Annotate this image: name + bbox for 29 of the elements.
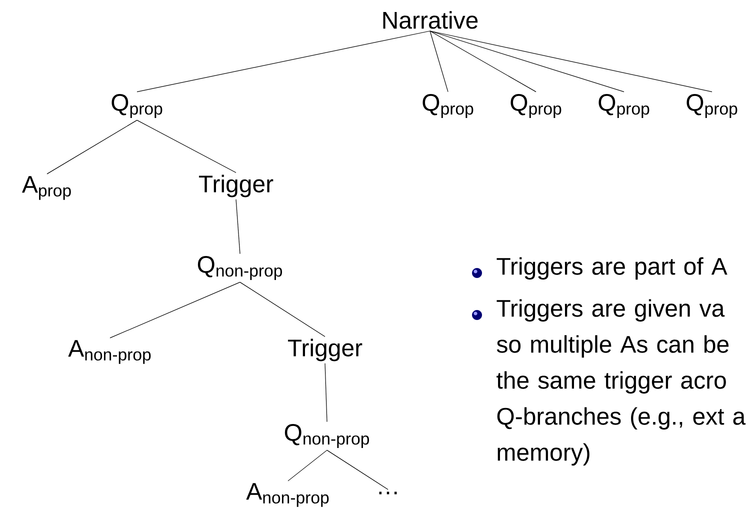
- tree-node-label: …: [379, 492, 397, 494]
- tree-branch: [430, 30, 624, 92]
- tree-branch: [430, 30, 536, 92]
- tree-node-label: A$_{non-prop}$: [68, 340, 151, 364]
- tree-branch: [46, 120, 138, 174]
- tree-node-label: Q$_{non-prop}$: [198, 256, 282, 280]
- tree-node-label: Q$_{non-prop}$: [284, 424, 369, 448]
- tree-node-label: Q$_{prop}$: [422, 94, 474, 118]
- bullet-text: Triggers are part of A: [496, 257, 728, 280]
- tree-branch: [236, 199, 240, 254]
- tree-branch: [430, 30, 448, 92]
- tree-node-label: Q$_{prop}$: [686, 94, 738, 118]
- tree-branch: [136, 120, 236, 173]
- tree-branch: [136, 30, 430, 92]
- tree-node-label: Trigger: [288, 338, 362, 362]
- tree-branch: [240, 282, 326, 337]
- tree-node-label: Narrative: [383, 11, 478, 29]
- tree-node-label: Q$_{prop}$: [598, 94, 650, 118]
- tree-branch: [326, 450, 388, 490]
- bullet-text: Triggers are given va so multiple As can be the same trigger acro Q-branches (e.g., ext a memory): [496, 299, 746, 466]
- tree-branch: [288, 450, 328, 482]
- tree-node-label: Q$_{prop}$: [112, 94, 162, 118]
- tree-node-label: Trigger: [198, 174, 274, 198]
- tree-node-label: A$_{prop}$: [22, 176, 71, 200]
- tree-node-label: Q$_{prop}$: [510, 94, 562, 118]
- tree-node-label: A$_{non-prop}$: [246, 483, 329, 507]
- tree-branch: [110, 282, 240, 338]
- tree-branch: [324, 363, 328, 422]
- tree-branch: [430, 30, 712, 92]
